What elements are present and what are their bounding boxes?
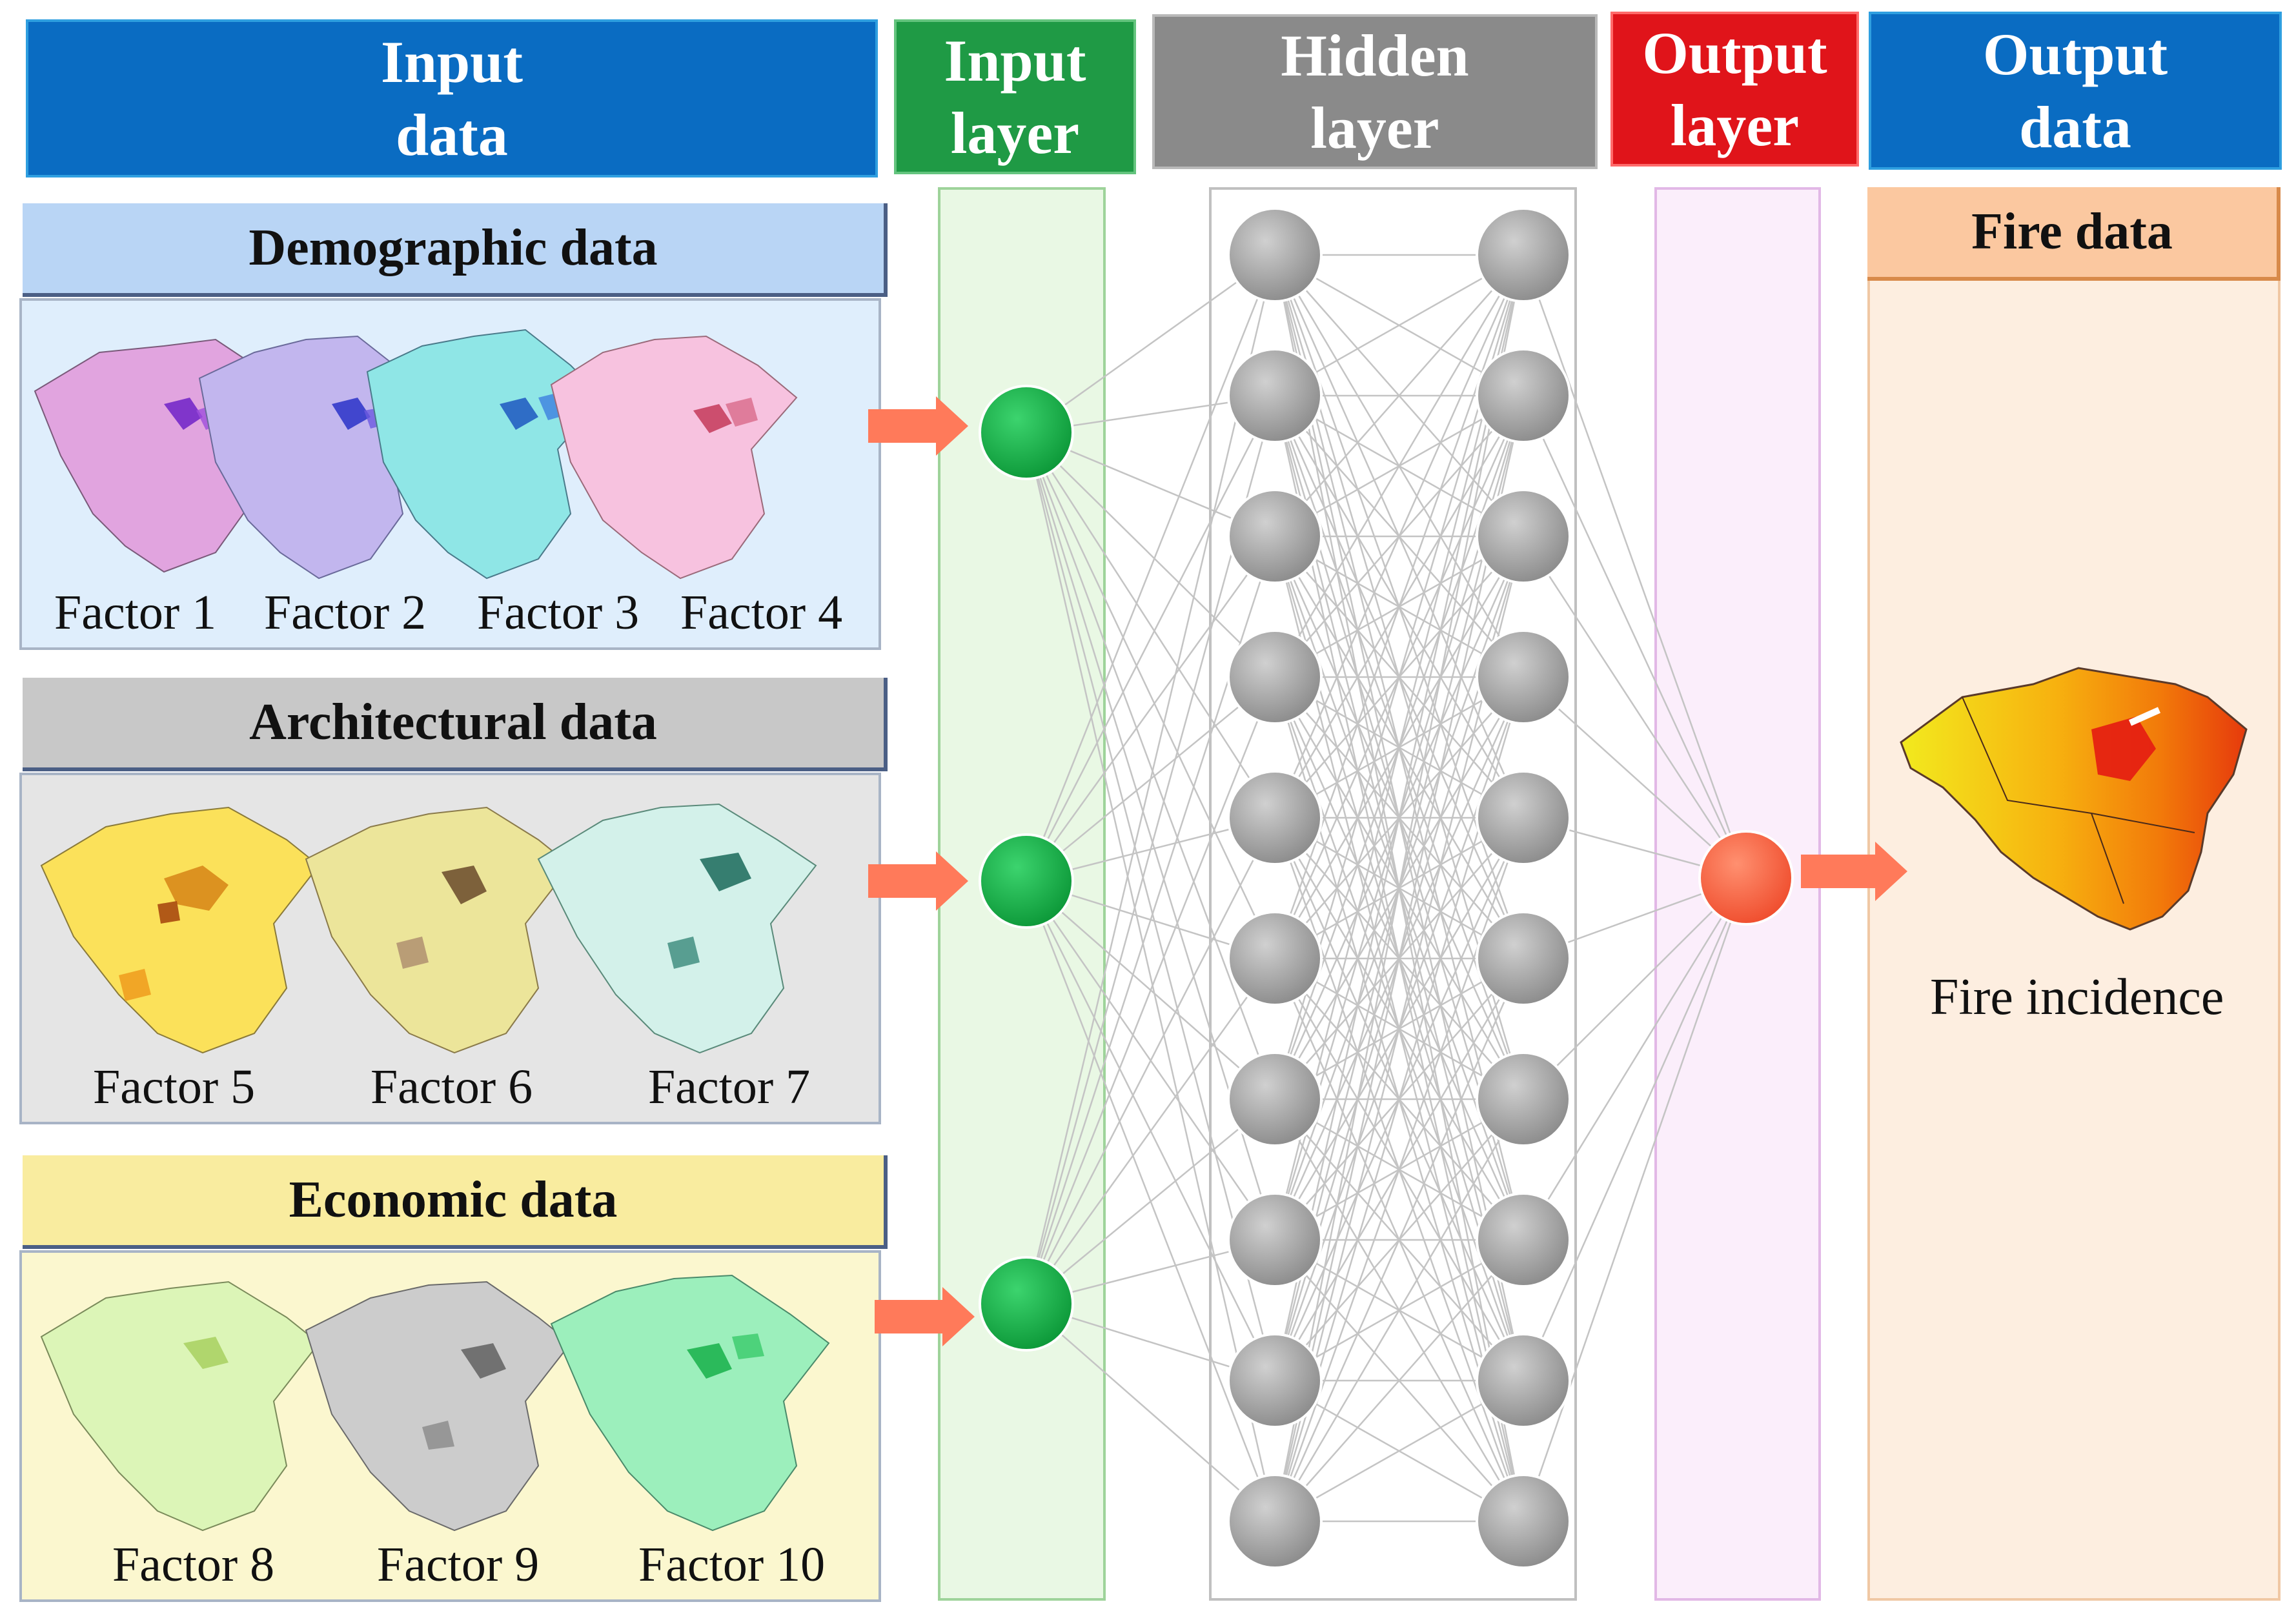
connection-hidden2-output <box>1522 877 1747 1241</box>
arrow-output <box>1801 842 1907 901</box>
hidden1-node <box>1227 207 1323 303</box>
arrow-demographic <box>868 396 968 456</box>
hidden1-node <box>1227 770 1323 866</box>
hidden1-node <box>1227 1474 1323 1569</box>
arrow-economic <box>875 1287 975 1346</box>
factor-1-label: Factor 1 <box>54 585 217 640</box>
hidden2-node <box>1476 770 1571 866</box>
demographic-panel: Factor 1 Factor 2 Factor 3 Factor 4 <box>19 298 881 650</box>
connection-input-hidden1 <box>1025 254 1276 1304</box>
header-input-layer: Input layer <box>894 19 1136 174</box>
input-node <box>979 833 1074 929</box>
connection-input-hidden1 <box>1025 536 1276 882</box>
connection-input-hidden1 <box>1026 1099 1275 1304</box>
connections <box>1025 254 1747 1523</box>
connection-hidden1-hidden2 <box>1274 254 1525 1381</box>
fire-incidence-map <box>1900 667 2248 931</box>
connection-hidden2-output <box>1523 877 1747 1100</box>
hidden2-node <box>1476 348 1571 443</box>
connection-hidden2-output <box>1522 877 1747 1522</box>
map-factor-3 <box>366 329 604 580</box>
output-node <box>1698 830 1794 926</box>
map-factor-9 <box>305 1281 572 1532</box>
connection-input-hidden1 <box>1025 432 1276 818</box>
factor-2-label: Factor 2 <box>264 585 427 640</box>
connection-hidden2-output <box>1523 676 1747 878</box>
connection-input-hidden1 <box>1026 254 1275 434</box>
header-output-data: Output data <box>1869 12 2282 170</box>
factor-4-label: Factor 4 <box>680 585 843 640</box>
connection-hidden1-hidden2 <box>1274 254 1525 818</box>
map-factor-5 <box>40 806 320 1054</box>
architectural-title: Architectural data <box>23 678 888 771</box>
header-input-data: Input data <box>26 19 878 177</box>
hidden2-node <box>1476 1474 1571 1569</box>
connection-input-hidden1 <box>1025 254 1276 882</box>
architectural-panel: Factor 5 Factor 6 Factor 7 <box>19 773 881 1124</box>
connection-input-hidden1 <box>1025 432 1276 1522</box>
connection-input-hidden1 <box>1025 395 1276 882</box>
factor-7-label: Factor 7 <box>648 1060 811 1114</box>
connection-input-hidden1 <box>1025 676 1276 1304</box>
economic-title: Economic data <box>23 1155 888 1249</box>
input-node <box>979 385 1074 480</box>
hidden1-node <box>1227 911 1323 1006</box>
hidden1-node <box>1227 629 1323 725</box>
hidden2-node <box>1476 489 1571 584</box>
factor-3-label: Factor 3 <box>477 585 640 640</box>
map-factor-10 <box>550 1274 830 1532</box>
nodes <box>979 207 1794 1569</box>
connection-input-hidden1 <box>1025 432 1276 1100</box>
connection-hidden1-hidden2 <box>1274 958 1525 1522</box>
connection-hidden1-hidden2 <box>1274 254 1525 678</box>
factor-9-label: Factor 9 <box>377 1537 540 1592</box>
input-arrows <box>868 396 1907 1346</box>
connection-input-hidden1 <box>1025 817 1276 1304</box>
hidden2-node <box>1476 629 1571 725</box>
connection-hidden1-hidden2 <box>1274 1239 1524 1522</box>
arrow-architectural <box>868 851 968 911</box>
header-hidden-layer: Hidden layer <box>1152 14 1598 169</box>
hidden1-node <box>1227 489 1323 584</box>
hidden1-node <box>1227 1333 1323 1428</box>
demographic-title: Demographic data <box>23 203 888 297</box>
map-factor-8 <box>40 1281 320 1532</box>
map-factor-4 <box>550 335 798 580</box>
connection-hidden1-hidden2 <box>1274 254 1525 1522</box>
connection-input-hidden1 <box>1025 432 1276 959</box>
hidden1-node <box>1227 348 1323 443</box>
connection-hidden1-hidden2 <box>1274 395 1525 1522</box>
connection-hidden1-hidden2 <box>1274 1099 1525 1522</box>
hidden2-node <box>1476 911 1571 1006</box>
map-factor-6 <box>305 806 572 1054</box>
hidden1-node <box>1227 1051 1323 1147</box>
economic-maps <box>40 1274 830 1532</box>
input-node <box>979 1256 1074 1352</box>
connection-hidden2-output <box>1522 877 1747 1381</box>
hidden2-node <box>1476 1333 1571 1428</box>
factor-10-label: Factor 10 <box>638 1537 826 1592</box>
connection-hidden1-hidden2 <box>1274 254 1524 537</box>
hidden2-node <box>1476 1192 1571 1288</box>
hidden2-node <box>1476 207 1571 303</box>
factor-5-label: Factor 5 <box>93 1060 256 1114</box>
demographic-maps <box>34 329 798 580</box>
factor-8-label: Factor 8 <box>112 1537 275 1592</box>
economic-panel: Factor 8 Factor 9 Factor 10 <box>19 1250 881 1602</box>
connection-hidden2-output <box>1522 395 1747 878</box>
connection-input-hidden1 <box>1026 432 1275 678</box>
connection-hidden2-output <box>1522 536 1747 878</box>
connection-input-hidden1 <box>1025 958 1276 1304</box>
architectural-maps <box>40 803 817 1054</box>
hidden2-node <box>1476 1051 1571 1147</box>
connection-hidden2-output <box>1522 254 1747 878</box>
header-output-layer: Output layer <box>1610 12 1859 167</box>
factor-6-label: Factor 6 <box>371 1060 533 1114</box>
fire-incidence-label: Fire incidence <box>1930 969 2224 1026</box>
fire-data-title: Fire data <box>1867 187 2281 281</box>
hidden1-node <box>1227 1192 1323 1288</box>
connection-input-hidden1 <box>1026 1303 1275 1522</box>
map-factor-7 <box>537 803 817 1054</box>
